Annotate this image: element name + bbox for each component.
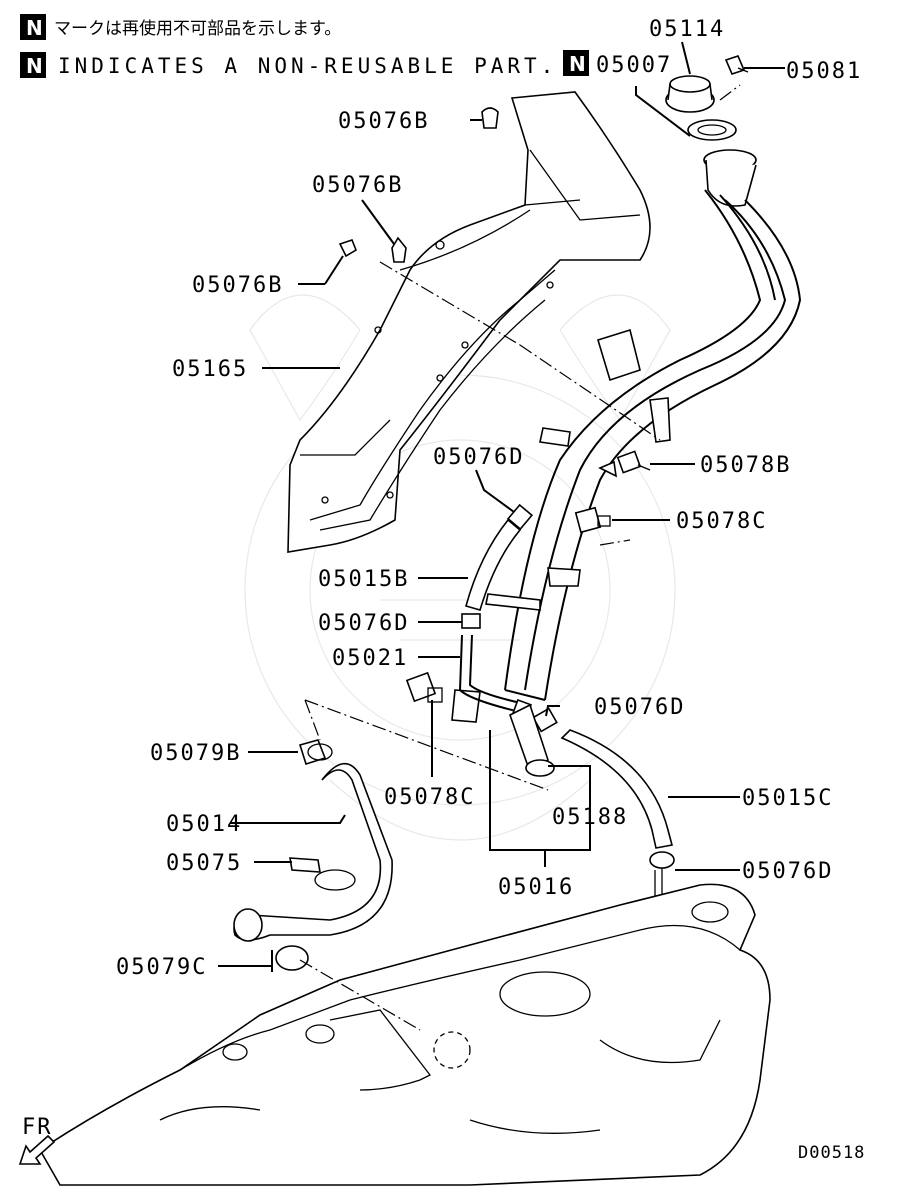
label-05076b-top: 05076B xyxy=(338,109,429,134)
clip-05076b-mid xyxy=(391,236,407,263)
part-labels: 05114 05007 05081 05076B 05076B 05076B 0… xyxy=(116,17,862,980)
label-05165: 05165 xyxy=(172,357,248,382)
label-05076d-a: 05076D xyxy=(433,445,524,470)
label-05015b: 05015B xyxy=(318,567,409,592)
bolt-05078c-low xyxy=(405,671,443,703)
en-note: INDICATES A NON-REUSABLE PART. xyxy=(58,54,557,78)
label-05078b: 05078B xyxy=(700,453,791,478)
filler-cap xyxy=(665,75,715,113)
header-en: N INDICATES A NON-REUSABLE PART. N xyxy=(20,50,589,78)
label-05021: 05021 xyxy=(332,646,408,671)
label-05076d-b: 05076D xyxy=(318,611,409,636)
label-05078c-low: 05078C xyxy=(384,785,475,810)
clip-05076b-left xyxy=(338,239,357,258)
clamp-05075 xyxy=(289,857,356,891)
bolt-05078b xyxy=(616,450,651,474)
clip-05076b-top xyxy=(481,107,499,129)
clamp-05079c xyxy=(271,945,309,972)
label-05075: 05075 xyxy=(166,851,242,876)
label-05076b-mid: 05076B xyxy=(312,173,403,198)
splash-shield xyxy=(287,91,651,553)
gasket-ring xyxy=(687,119,737,141)
label-05188: 05188 xyxy=(552,805,628,830)
arrow-down-left-icon xyxy=(18,1134,56,1165)
n-badge-05007: N xyxy=(569,52,586,76)
label-05007: 05007 xyxy=(596,53,672,78)
fuel-tank xyxy=(38,883,771,1186)
label-05081: 05081 xyxy=(786,59,862,84)
hose-05015b xyxy=(461,503,534,629)
label-05114: 05114 xyxy=(649,17,725,42)
watermark-emblem xyxy=(244,294,676,841)
label-05078c-right: 05078C xyxy=(676,509,767,534)
bolt-05081 xyxy=(724,55,749,75)
reference-lines xyxy=(299,84,741,1031)
bolt-05078c-right xyxy=(574,506,611,534)
hose-05016 xyxy=(509,703,555,777)
hose-05015c xyxy=(560,729,673,849)
label-05079c: 05079C xyxy=(116,955,207,980)
clamp-05076d-bottom xyxy=(649,851,675,910)
label-05079b: 05079B xyxy=(150,741,241,766)
drawing-code: D00518 xyxy=(798,1143,865,1163)
label-05076d-c: 05076D xyxy=(594,695,685,720)
n-badge-jp: N xyxy=(26,16,43,40)
fr-label: FR xyxy=(22,1115,53,1140)
fr-indicator: FR xyxy=(18,1115,56,1165)
label-05076b-left: 05076B xyxy=(192,273,283,298)
header-jp: N マークは再使用不可部品を示します。 xyxy=(20,14,341,40)
label-05014: 05014 xyxy=(166,812,242,837)
n-badge-en: N xyxy=(26,54,43,78)
label-05076d-d: 05076D xyxy=(742,859,833,884)
label-05016: 05016 xyxy=(498,875,574,900)
filler-neck xyxy=(504,149,802,701)
clamp-05079b xyxy=(298,739,333,766)
hose-05014 xyxy=(233,762,393,942)
jp-note: マークは再使用不可部品を示します。 xyxy=(54,18,341,39)
label-05015c: 05015C xyxy=(742,786,833,811)
leader-lines xyxy=(218,41,785,967)
